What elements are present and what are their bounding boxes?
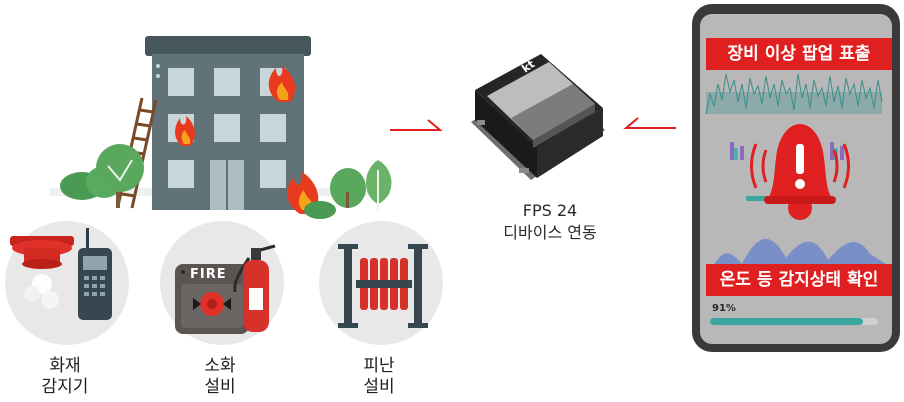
extinguisher-illustration: [160, 221, 284, 345]
status-check-banner: 온도 등 감지상태 확인: [706, 264, 892, 296]
evacuation-label-line1: 피난: [363, 356, 395, 376]
progress-label: 91%: [712, 303, 736, 314]
fire-detector-label-line1: 화재: [49, 356, 81, 376]
arrow-from-phone-icon: [623, 117, 676, 129]
tree-icon: [330, 160, 392, 210]
extinguisher-label-line2: 설비: [204, 377, 236, 397]
extinguisher-label: 소화 설비: [180, 356, 260, 398]
fire-extinguisher-icon: [233, 244, 276, 332]
evacuation-illustration: [319, 221, 443, 345]
alert-popup-banner: 장비 이상 팝업 표출: [706, 38, 892, 70]
building-scene: [50, 36, 392, 219]
radio-icon: [78, 228, 112, 320]
progress-fill: [710, 318, 863, 325]
fire-panel-text: FIRE: [190, 267, 227, 282]
fps-device-icon: [471, 54, 605, 180]
flame-icon: [175, 116, 195, 146]
flame-icon: [268, 66, 296, 102]
building-icon: [145, 36, 311, 210]
fire-detector-illustration: [5, 221, 129, 345]
smoke-detector-icon: [10, 236, 74, 309]
progress-track: [710, 318, 878, 325]
device-model: FPS 24: [522, 201, 578, 220]
fire-hose-reel-icon: [338, 244, 428, 328]
evacuation-label: 피난 설비: [339, 356, 419, 398]
tree-icon: [96, 144, 144, 208]
fire-detector-label-line2: 감지기: [41, 377, 89, 397]
evacuation-label-line2: 설비: [363, 377, 395, 397]
fire-panel-icon: [175, 264, 249, 334]
device-caption: FPS 24 디바이스 연동: [470, 200, 630, 244]
bush-right-icon: [304, 201, 336, 219]
fire-detector-label: 화재 감지기: [25, 356, 105, 398]
arrow-to-device-icon: [390, 119, 443, 131]
device-description: 디바이스 연동: [503, 223, 597, 242]
alert-bell-icon: [750, 124, 850, 220]
extinguisher-label-line1: 소화: [204, 356, 236, 376]
